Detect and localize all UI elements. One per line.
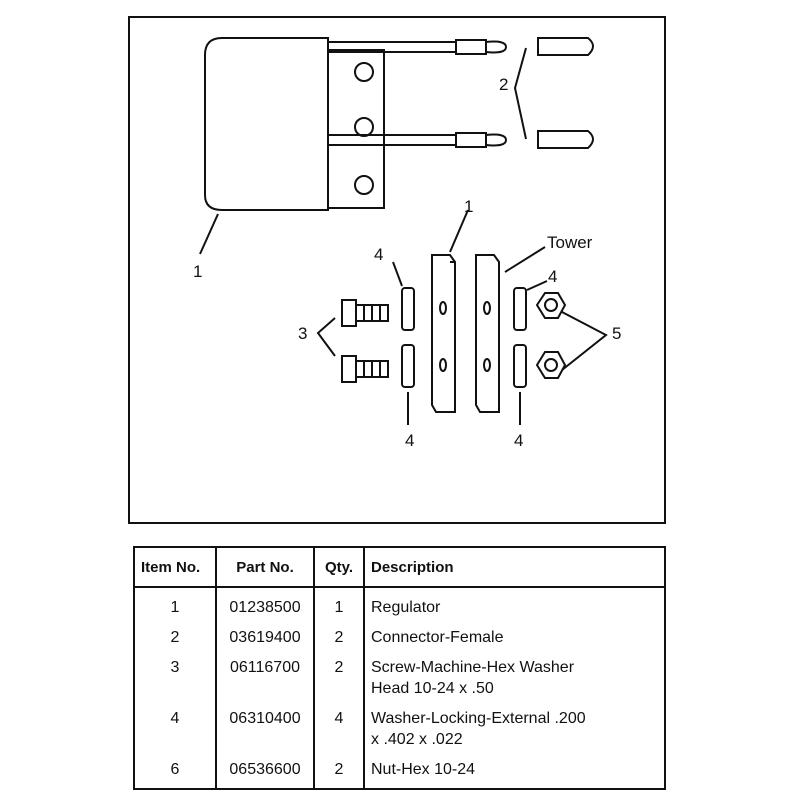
item-no-cell: 2 — [134, 622, 217, 652]
table-row: 6 06536600 2 Nut-Hex 10-24 — [134, 754, 665, 789]
item-no-cell: 4 — [134, 703, 217, 754]
description-line: Screw-Machine-Hex Washer — [371, 659, 575, 676]
part-no-cell: 06536600 — [216, 754, 315, 789]
callout-washer-lower-right: 4 — [514, 431, 523, 450]
callout-washer-upper-right: 4 — [548, 267, 557, 286]
item-no-cell: 1 — [134, 587, 217, 622]
table-header-row: Item No. Part No. Qty. Description — [134, 547, 665, 588]
callout-tower: Tower — [547, 233, 593, 252]
description-line: Washer-Locking-External .200 — [371, 710, 586, 727]
regulator-leader-line — [199, 213, 219, 255]
header-item-no: Item No. — [134, 547, 217, 588]
part-no-cell: 06310400 — [216, 703, 315, 754]
qty-cell: 1 — [314, 587, 365, 622]
table-row: 4 06310400 4 Washer-Locking-External .20… — [134, 703, 665, 754]
qty-cell: 4 — [314, 703, 365, 754]
header-qty: Qty. — [314, 547, 365, 588]
callout-washer-upper-left: 4 — [374, 245, 383, 264]
description-cell: Regulator — [364, 587, 665, 622]
connector-female-drawing — [513, 37, 594, 149]
callout-regulator: 1 — [193, 262, 202, 281]
header-description: Description — [364, 547, 665, 588]
item-no-cell: 6 — [134, 754, 217, 789]
description-cell: Nut-Hex 10-24 — [364, 754, 665, 789]
callout-washer-lower-left: 4 — [405, 431, 414, 450]
qty-cell: 2 — [314, 754, 365, 789]
qty-cell: 2 — [314, 652, 365, 703]
lock-washer-drawing — [392, 261, 548, 425]
part-no-cell: 03619400 — [216, 622, 315, 652]
part-no-cell: 06116700 — [216, 652, 315, 703]
description-line: Connector-Female — [371, 629, 504, 646]
regulator-drawing — [204, 37, 508, 211]
parts-list-table: Item No. Part No. Qty. Description 1 012… — [133, 546, 666, 790]
callout-screws: 3 — [298, 324, 307, 343]
description-cell: Connector-Female — [364, 622, 665, 652]
description-line: Nut-Hex 10-24 — [371, 761, 476, 778]
table-row: 1 01238500 1 Regulator — [134, 587, 665, 622]
bracket-drawing — [431, 209, 546, 413]
description-cell: Washer-Locking-External .200 x .402 x .02… — [364, 703, 665, 754]
description-line: Regulator — [371, 599, 441, 616]
description-line: Head 10-24 x .50 — [371, 680, 494, 697]
callout-bracket: 1 — [464, 197, 473, 216]
callout-connectors: 2 — [499, 75, 508, 94]
diagram-frame — [128, 16, 666, 524]
callout-nuts: 5 — [612, 324, 621, 343]
item-no-cell: 3 — [134, 652, 217, 703]
screw-drawing — [316, 299, 389, 383]
part-no-cell: 01238500 — [216, 587, 315, 622]
header-part-no: Part No. — [216, 547, 315, 588]
description-line: x .402 x .022 — [371, 731, 463, 748]
table-row: 2 03619400 2 Connector-Female — [134, 622, 665, 652]
hex-nut-drawing — [535, 292, 608, 379]
qty-cell: 2 — [314, 622, 365, 652]
